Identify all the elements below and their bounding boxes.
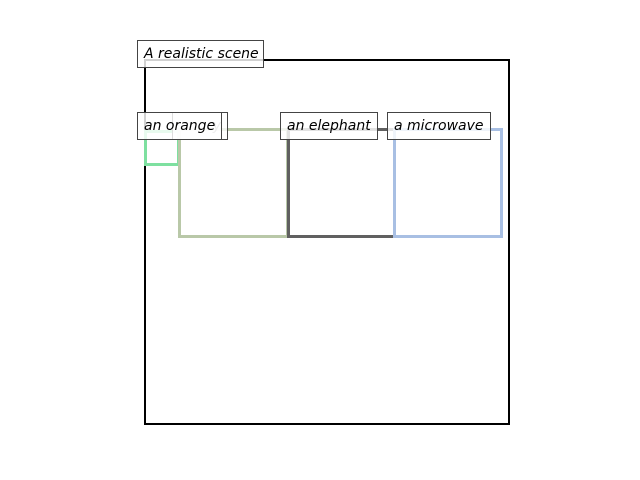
scene-title-label: A realistic scene <box>137 40 264 68</box>
elephant-label: an elephant <box>280 112 378 140</box>
elephant-box <box>287 128 396 238</box>
scene-frame <box>144 59 510 425</box>
microwave-label: a microwave <box>387 112 491 140</box>
object-2-box <box>178 128 289 238</box>
microwave-box <box>393 128 503 238</box>
orange-label: an orange <box>137 112 222 140</box>
